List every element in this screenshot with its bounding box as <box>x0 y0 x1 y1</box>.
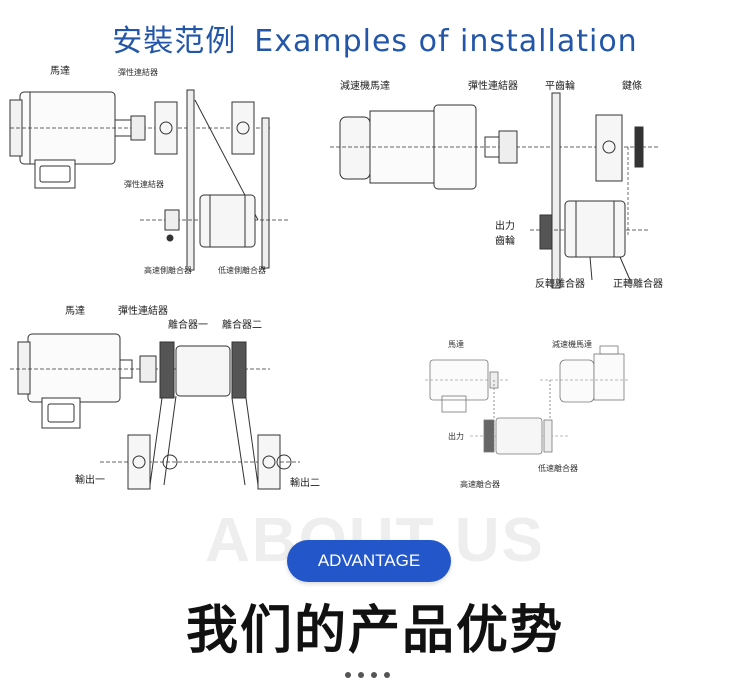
label-forward-clutch: 正轉離合器 <box>613 279 663 290</box>
label-clutch-2: 離合器二 <box>222 320 262 331</box>
label-elastic-coupling: 彈性連結器 <box>468 81 518 92</box>
dot <box>371 672 377 678</box>
installation-diagram-2: 減速機馬達 彈性連結器 平齒輪 鍵條 出力 齒輪 反轉離合器 正轉離合器 <box>330 75 730 300</box>
label-low-speed-clutch: 低速離合器 <box>538 464 578 473</box>
label-output-1: 輸出一 <box>75 475 105 486</box>
advantage-button[interactable]: ADVANTAGE <box>287 540 451 582</box>
label-motor: 馬達 <box>448 340 464 349</box>
installation-diagram-4: 馬達 減速機馬達 出力 低速離合器 高速離合器 <box>420 336 650 496</box>
dot <box>384 672 390 678</box>
label-high-speed-clutch: 高速離合器 <box>460 480 500 489</box>
title-chinese: 安裝范例 <box>112 24 237 59</box>
diagram-2-drawing <box>330 92 660 289</box>
label-gear: 齒輪 <box>495 236 515 247</box>
diagram-1-drawing <box>9 89 290 271</box>
label-low-speed-clutch: 低速側離合器 <box>218 266 266 275</box>
label-output: 出力 <box>448 432 464 441</box>
label-motor: 馬達 <box>65 306 85 317</box>
title-english: Examples of installation <box>254 24 638 59</box>
label-high-speed-clutch: 高速側離合器 <box>144 266 192 275</box>
installation-diagram-3: 馬達 彈性連結器 離合器一 離合器二 輸出一 輸出二 <box>0 300 330 500</box>
installation-diagram-1: 馬達 彈性連結器 彈性連結器 高速側離合器 低速側離合器 <box>0 60 320 290</box>
label-elastic-coupling-mid: 彈性連結器 <box>124 180 164 189</box>
label-clutch-1: 離合器一 <box>168 320 208 331</box>
label-geared-motor: 減速機馬達 <box>340 81 390 92</box>
dot <box>345 672 351 678</box>
diagram-4-drawing <box>425 345 630 455</box>
label-reverse-clutch: 反轉離合器 <box>535 279 585 290</box>
label-output: 出力 <box>495 221 515 232</box>
pagination-dots <box>345 672 390 678</box>
advantage-heading: 我们的产品优势 <box>185 601 564 661</box>
section-title: 安裝范例 Examples of installation <box>0 16 750 60</box>
diagram-3-drawing <box>10 333 300 490</box>
dot <box>358 672 364 678</box>
label-geared-motor: 減速機馬達 <box>552 340 592 349</box>
label-motor: 馬達 <box>50 66 70 77</box>
label-chain: 鍵條 <box>622 81 642 92</box>
label-elastic-coupling-top: 彈性連結器 <box>118 68 158 77</box>
label-spur-gear: 平齒輪 <box>545 81 575 92</box>
label-output-2: 輸出二 <box>290 478 320 489</box>
label-elastic-coupling: 彈性連結器 <box>118 306 168 317</box>
